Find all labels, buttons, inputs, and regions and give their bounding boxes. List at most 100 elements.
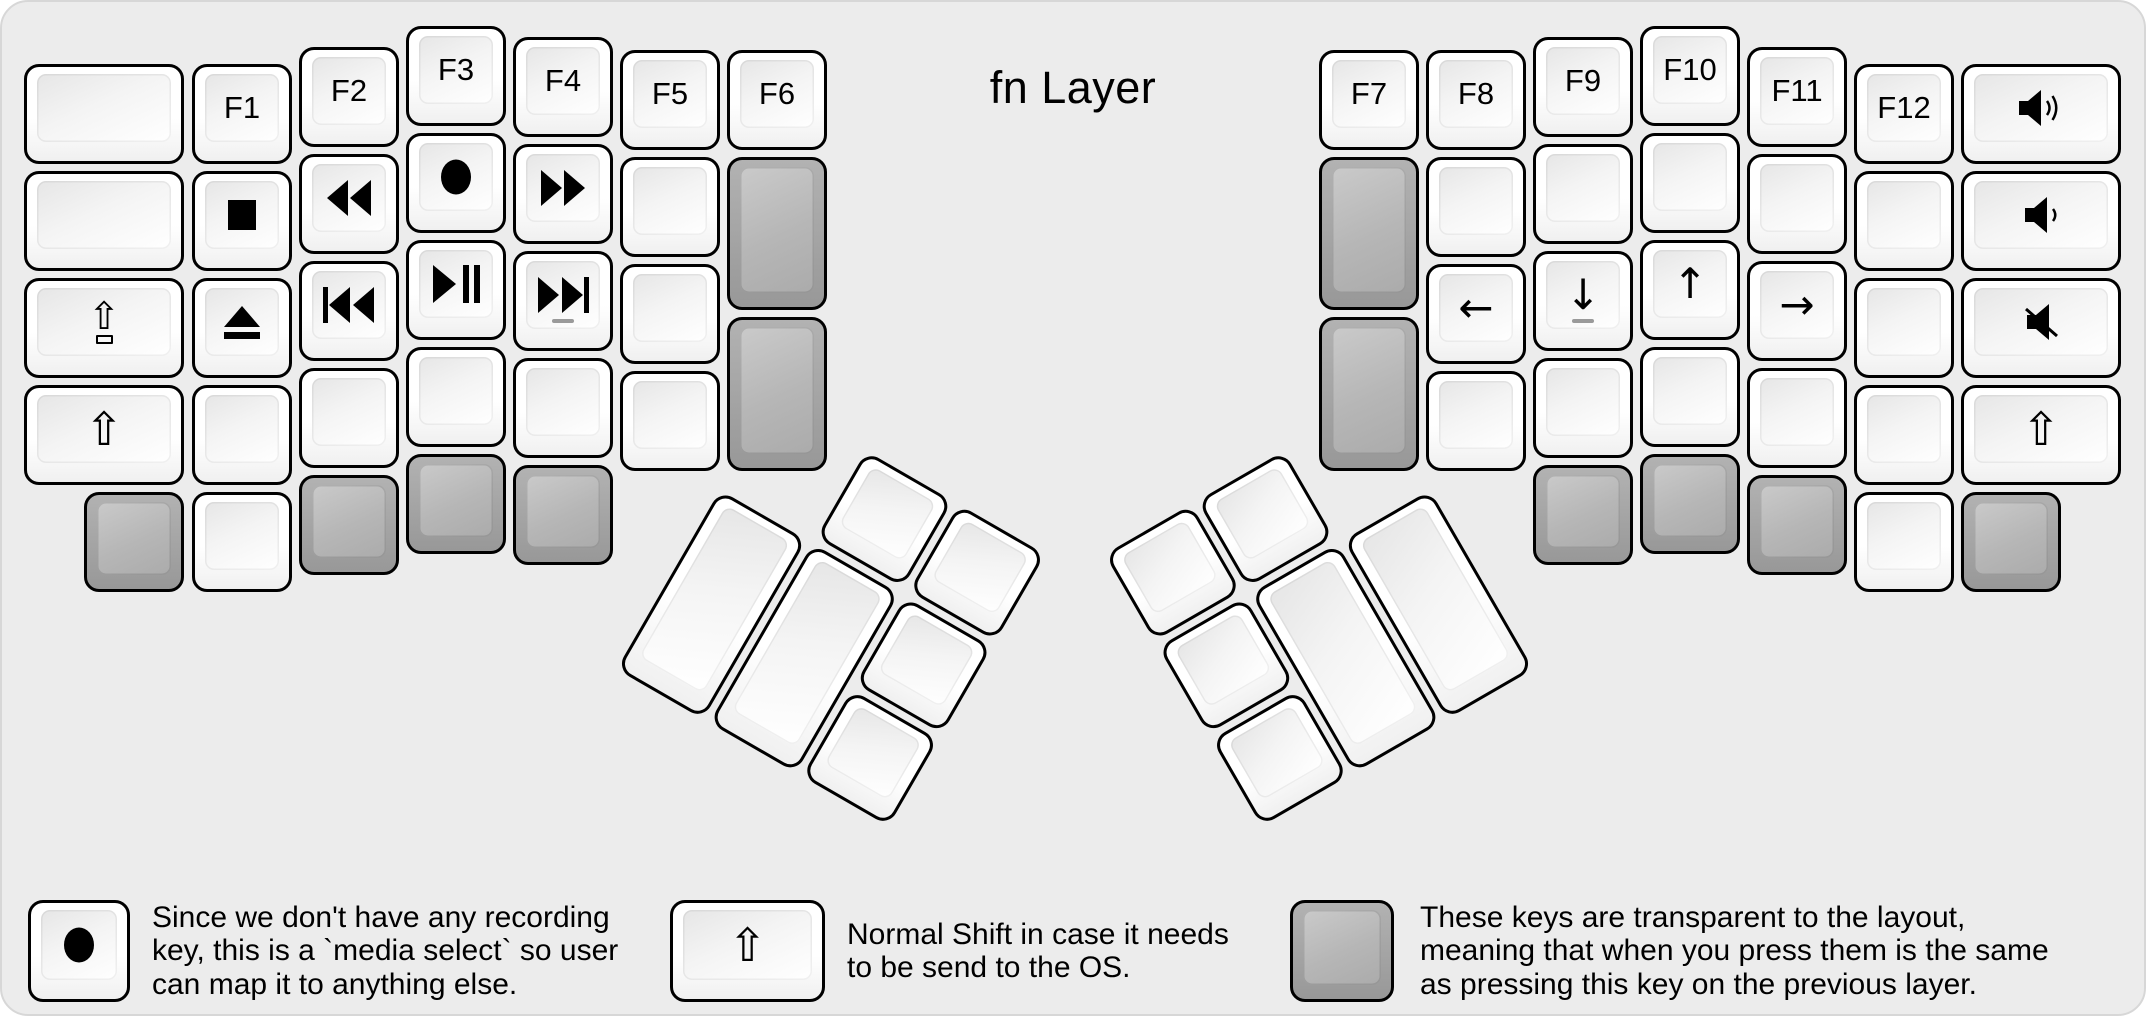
keytop [1546, 154, 1620, 222]
keytop [312, 271, 386, 339]
fast-forward-icon [540, 169, 586, 207]
keytop: ↑ [1653, 250, 1727, 318]
key-shift-right: ⇧ [1961, 385, 2121, 485]
key-label: F12 [1877, 90, 1931, 125]
key-blank [1854, 385, 1954, 485]
keytop [526, 368, 600, 436]
key-transparent [1319, 157, 1419, 310]
keytop [1974, 288, 2108, 356]
keytop [1867, 395, 1941, 463]
key-f3: F3 [406, 26, 506, 126]
volume-down-icon [2017, 195, 2065, 235]
key-volume-up [1961, 64, 2121, 164]
keytop [1546, 475, 1620, 548]
homing-bar [1572, 319, 1594, 323]
keytop [633, 274, 707, 342]
keytop [1974, 181, 2108, 249]
keytop [312, 378, 386, 446]
keytop [1867, 288, 1941, 356]
keytop: F7 [1332, 60, 1406, 128]
keytop [1974, 74, 2108, 142]
record-icon [439, 158, 473, 196]
keytop [1546, 368, 1620, 436]
keytop [419, 250, 493, 318]
keytop: F11 [1760, 57, 1834, 125]
keytop: ⇧ [37, 288, 171, 356]
keytop [1653, 464, 1727, 537]
key-label: F2 [330, 73, 368, 108]
key-transparent [1319, 317, 1419, 471]
keytop [312, 164, 386, 232]
key-blank [406, 347, 506, 447]
legend-text-line: Since we don't have any recording [152, 900, 610, 934]
keytop [419, 143, 493, 211]
key-blank [1854, 171, 1954, 271]
key-blank [620, 371, 720, 471]
key-label: ↑ [1672, 259, 1708, 308]
keytop [1332, 327, 1406, 454]
key-transparent [727, 157, 827, 310]
key-mute [1961, 278, 2121, 378]
caps-lock-icon: ⇧ [88, 297, 120, 345]
keytop [1867, 502, 1941, 570]
layer-title: fn Layer [989, 62, 1157, 113]
keytop [526, 475, 600, 548]
key-transparent [84, 492, 184, 592]
keytop [1867, 181, 1941, 249]
key-f10: F10 [1640, 26, 1740, 126]
keytop [1213, 465, 1312, 562]
keytop [1974, 502, 2048, 575]
key-f8: F8 [1426, 50, 1526, 150]
keytop [419, 357, 493, 425]
legend-text-3: These keys are transparent to the layout… [1420, 901, 2049, 1001]
keytop: F5 [633, 60, 707, 128]
legend-key-shift: ⇧ [670, 900, 825, 1002]
legend-text-line: meaning that when you press them is the … [1420, 934, 2049, 968]
key-blank [1747, 154, 1847, 254]
keytop [1653, 143, 1727, 211]
key-volume-down [1961, 171, 2121, 271]
key-blank [1426, 371, 1526, 471]
legend-key-transparent [1290, 900, 1394, 1002]
key-transparent [1961, 492, 2061, 592]
next-track-icon [537, 276, 589, 314]
key-label: F11 [1771, 73, 1823, 108]
key-blank [620, 264, 720, 364]
key-blank [24, 64, 184, 164]
key-rewind [299, 154, 399, 254]
play-pause-icon [432, 264, 480, 304]
legend-text-line: to be send to the OS. [847, 951, 1131, 984]
keytop [1439, 167, 1513, 235]
keytop [1174, 612, 1273, 709]
keytop: ← [1439, 274, 1513, 342]
key-blank [1854, 278, 1954, 378]
keytop [97, 502, 171, 575]
keytop [526, 154, 600, 222]
key-play-pause [406, 240, 506, 340]
keytop [312, 485, 386, 558]
key-blank [24, 171, 184, 271]
key-f11: F11 [1747, 47, 1847, 147]
key-arrow-right: → [1747, 261, 1847, 361]
keytop [1760, 164, 1834, 232]
keytop [838, 465, 937, 562]
volume-up-icon [2017, 88, 2065, 128]
keytop: F3 [419, 36, 493, 104]
keytop [740, 327, 814, 454]
key-label: F10 [1663, 52, 1717, 87]
key-transparent [513, 465, 613, 565]
key-f5: F5 [620, 50, 720, 150]
mute-icon [2019, 302, 2063, 342]
key-caps-lock: ⇧ [24, 278, 184, 378]
key-label: ⇧ [84, 402, 124, 456]
keytop [1439, 381, 1513, 449]
key-stop [192, 171, 292, 271]
legend-text-line: Normal Shift in case it needs [847, 917, 1229, 951]
keytop [1303, 910, 1381, 985]
record-icon [62, 926, 96, 964]
key-transparent [727, 317, 827, 471]
key-f4: F4 [513, 37, 613, 137]
key-blank [1640, 133, 1740, 233]
keytop: ↓ [1546, 261, 1620, 329]
legend-text-line: as pressing this key on the previous lay… [1420, 967, 1977, 1001]
